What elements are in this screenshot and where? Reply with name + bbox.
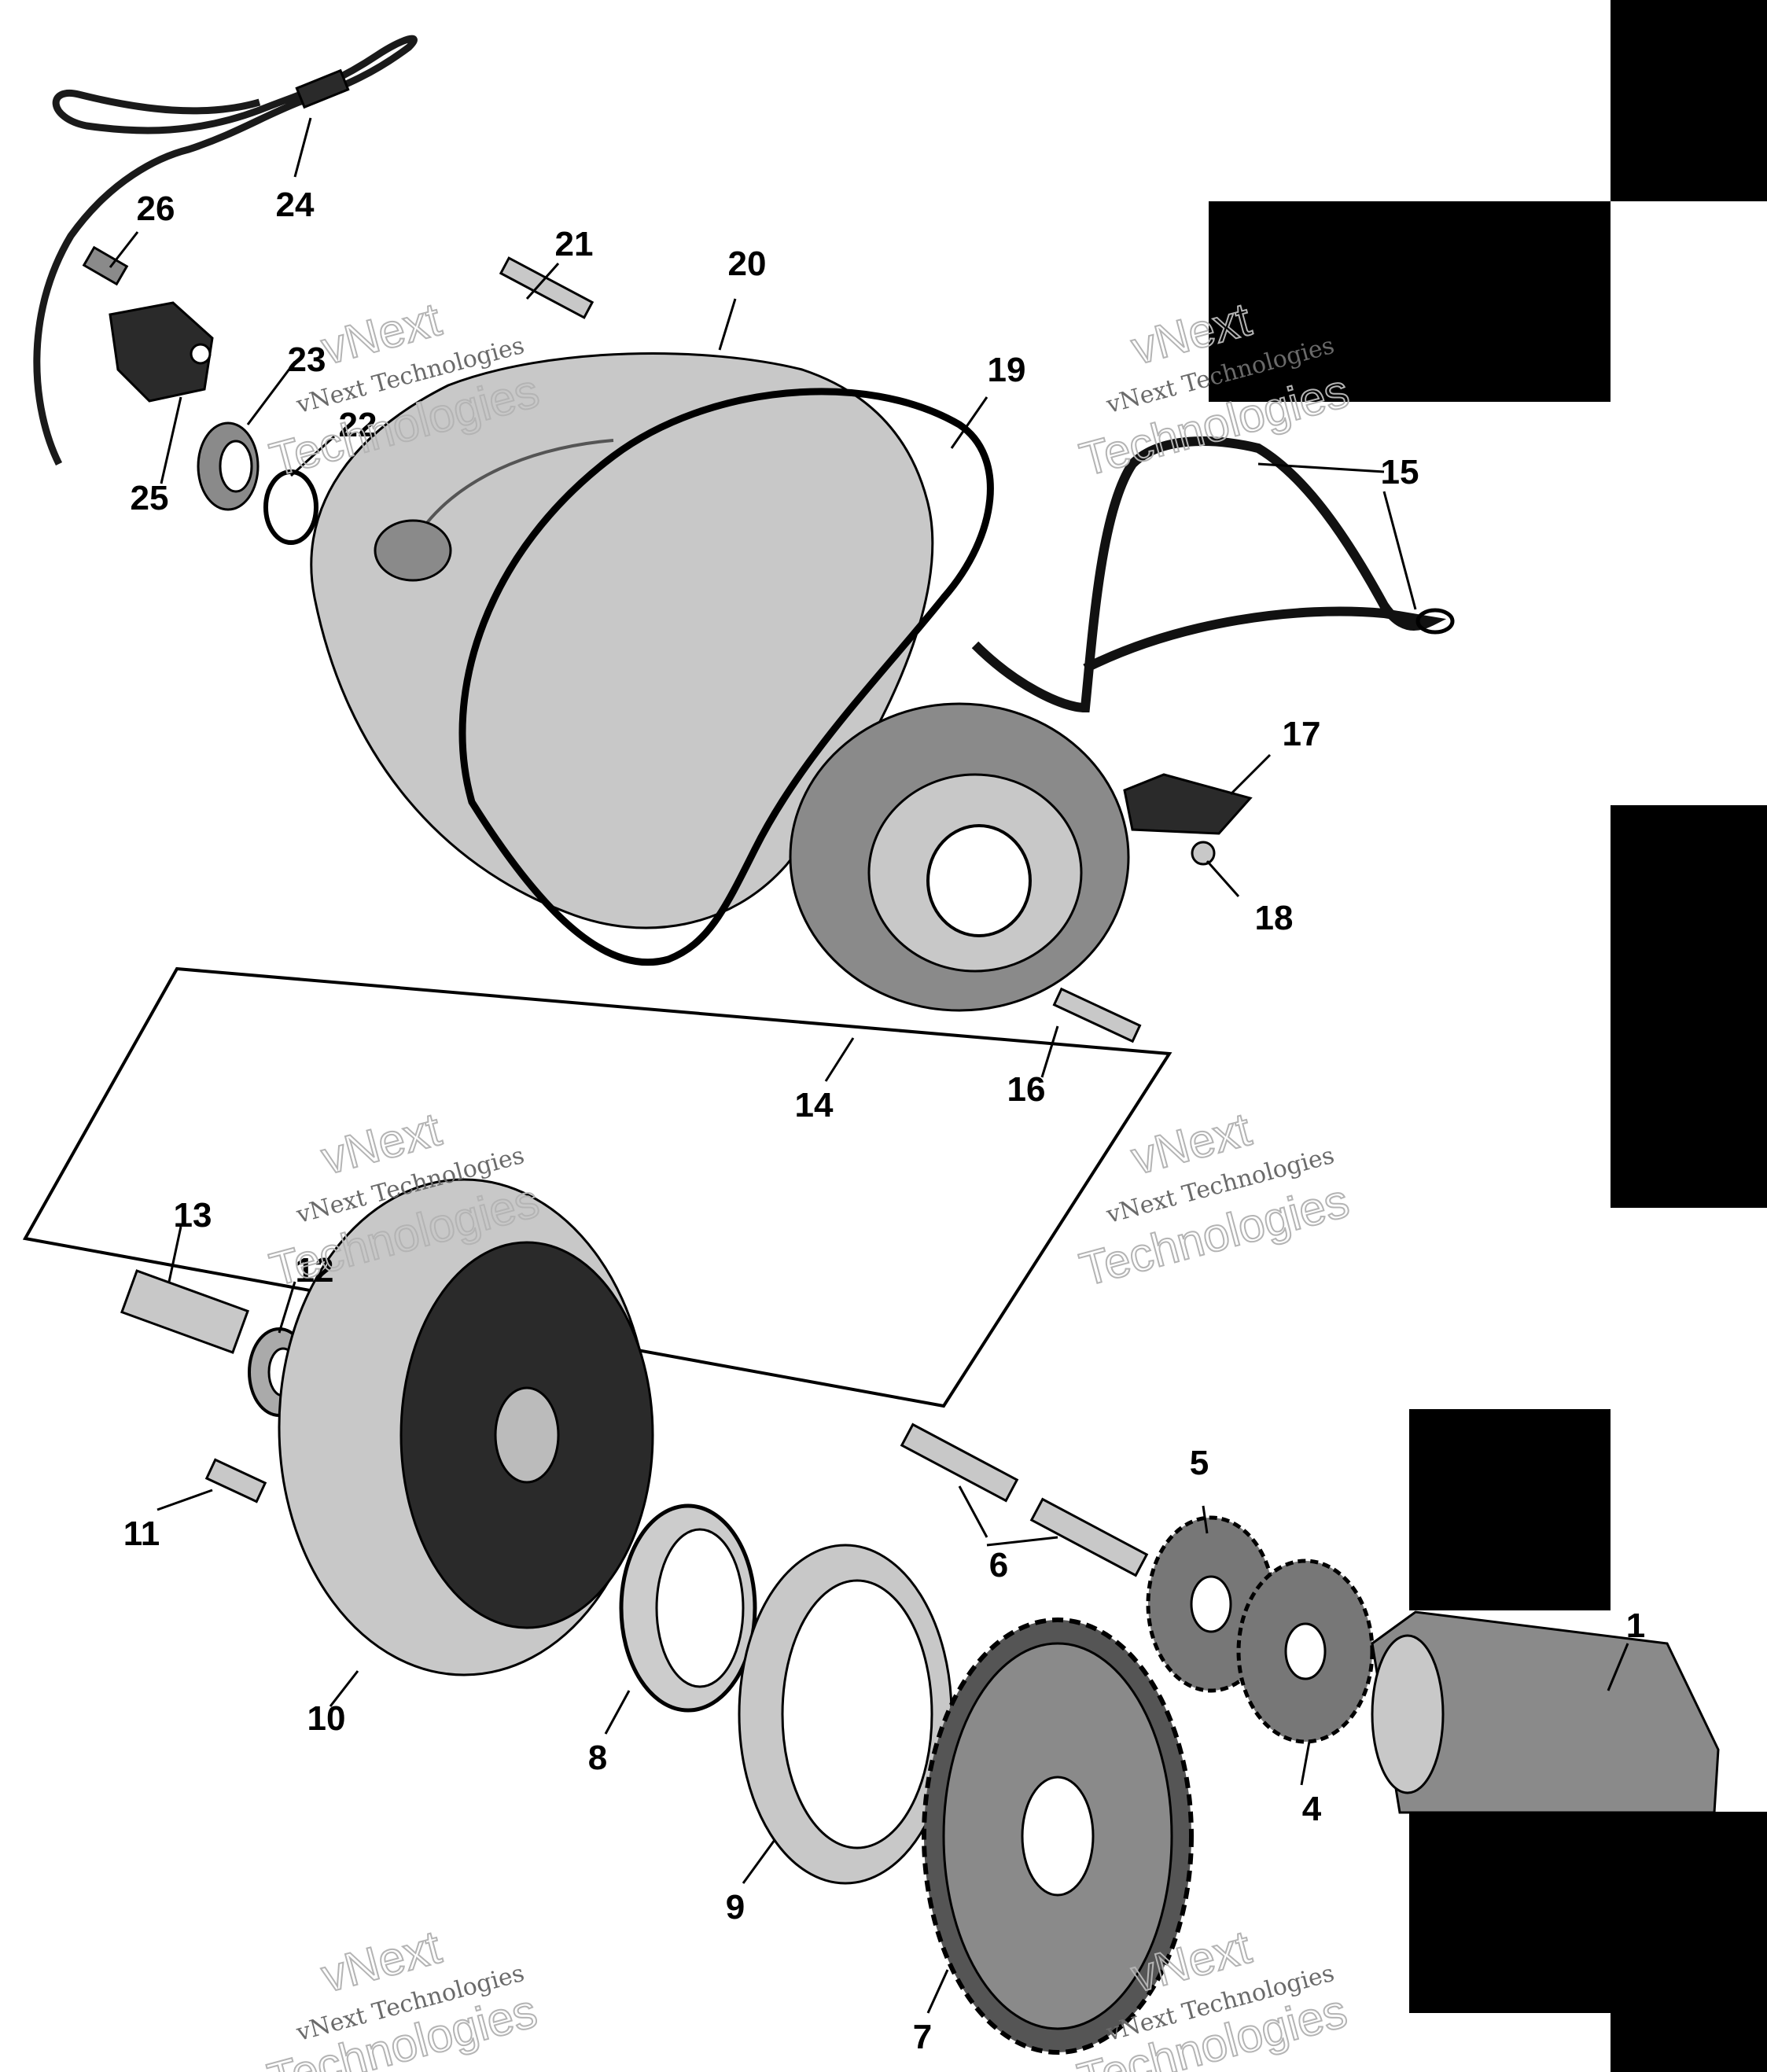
- callout-7: 7: [913, 2018, 932, 2056]
- part-25-sensor: [109, 301, 214, 403]
- callout-15: 15: [1381, 453, 1419, 491]
- connector-icon: [295, 68, 350, 109]
- redaction-block: [1409, 1812, 1767, 2013]
- leader-lines: [109, 117, 1629, 2014]
- callout-12: 12: [296, 1251, 334, 1290]
- callout-19: 19: [988, 351, 1026, 389]
- part-16-bolt: [1052, 987, 1142, 1043]
- part-18-screw: [1191, 841, 1216, 866]
- part-9-plate: [738, 1544, 953, 1885]
- redaction-block: [1409, 1409, 1611, 1610]
- callout-17: 17: [1283, 715, 1321, 753]
- redaction-block: [1209, 201, 1611, 402]
- part-23-seal: [197, 421, 260, 511]
- callout-13: 13: [174, 1196, 212, 1235]
- callout-labels: 1 4 5 6 7 8 9 10 11 12 13 14 15 16 17 18…: [123, 186, 1646, 2056]
- redaction-block: [1611, 0, 1767, 201]
- callout-16: 16: [1007, 1070, 1046, 1109]
- callout-21: 21: [555, 225, 594, 263]
- watermark: vNext vNext Technologies Technologies: [262, 1919, 543, 2072]
- part-13-bolt: [120, 1269, 249, 1354]
- part-22-o-ring: [263, 469, 318, 545]
- part-26-bolt: [82, 245, 129, 286]
- callout-23: 23: [288, 340, 326, 379]
- callout-20: 20: [728, 245, 767, 283]
- part-11-bolt: [204, 1458, 267, 1503]
- watermark: vNext vNext Technologies Technologies: [1073, 1102, 1355, 1297]
- part-1-starter-motor: [1371, 1610, 1720, 1814]
- part-4-gear: [1236, 1559, 1375, 1744]
- redaction-block: [1611, 805, 1767, 1208]
- part-21-bolt: [499, 256, 595, 319]
- callout-18: 18: [1255, 899, 1294, 937]
- callout-9: 9: [726, 1888, 745, 1927]
- part-14-stator: [789, 702, 1130, 1012]
- part-15-wiring: [971, 436, 1455, 713]
- watermark: vNext vNext Technologies Technologies: [263, 292, 545, 487]
- redaction-blocks: [1209, 0, 1767, 2072]
- part-17-bracket: [1123, 773, 1253, 835]
- callout-8: 8: [588, 1739, 607, 1777]
- callout-24: 24: [276, 186, 315, 224]
- part-6-pins: [900, 1422, 1149, 1577]
- callout-5: 5: [1190, 1444, 1209, 1482]
- kit-frame: [22, 966, 1172, 1408]
- callout-11: 11: [123, 1514, 160, 1553]
- callout-26: 26: [137, 190, 175, 228]
- part-24-wiring-harness: [33, 35, 418, 466]
- part-8-ring: [619, 1503, 757, 1713]
- part-10-flywheel: [278, 1178, 654, 1676]
- callout-22: 22: [339, 406, 377, 444]
- callout-14: 14: [795, 1086, 834, 1124]
- callout-4: 4: [1302, 1790, 1322, 1828]
- part-7-gear: [922, 1617, 1194, 2055]
- callout-10: 10: [307, 1699, 346, 1738]
- callout-25: 25: [131, 479, 169, 517]
- part-19-gasket: [458, 388, 994, 966]
- callout-1: 1: [1626, 1606, 1645, 1645]
- redaction-block: [1611, 2013, 1767, 2072]
- callout-6: 6: [989, 1546, 1008, 1584]
